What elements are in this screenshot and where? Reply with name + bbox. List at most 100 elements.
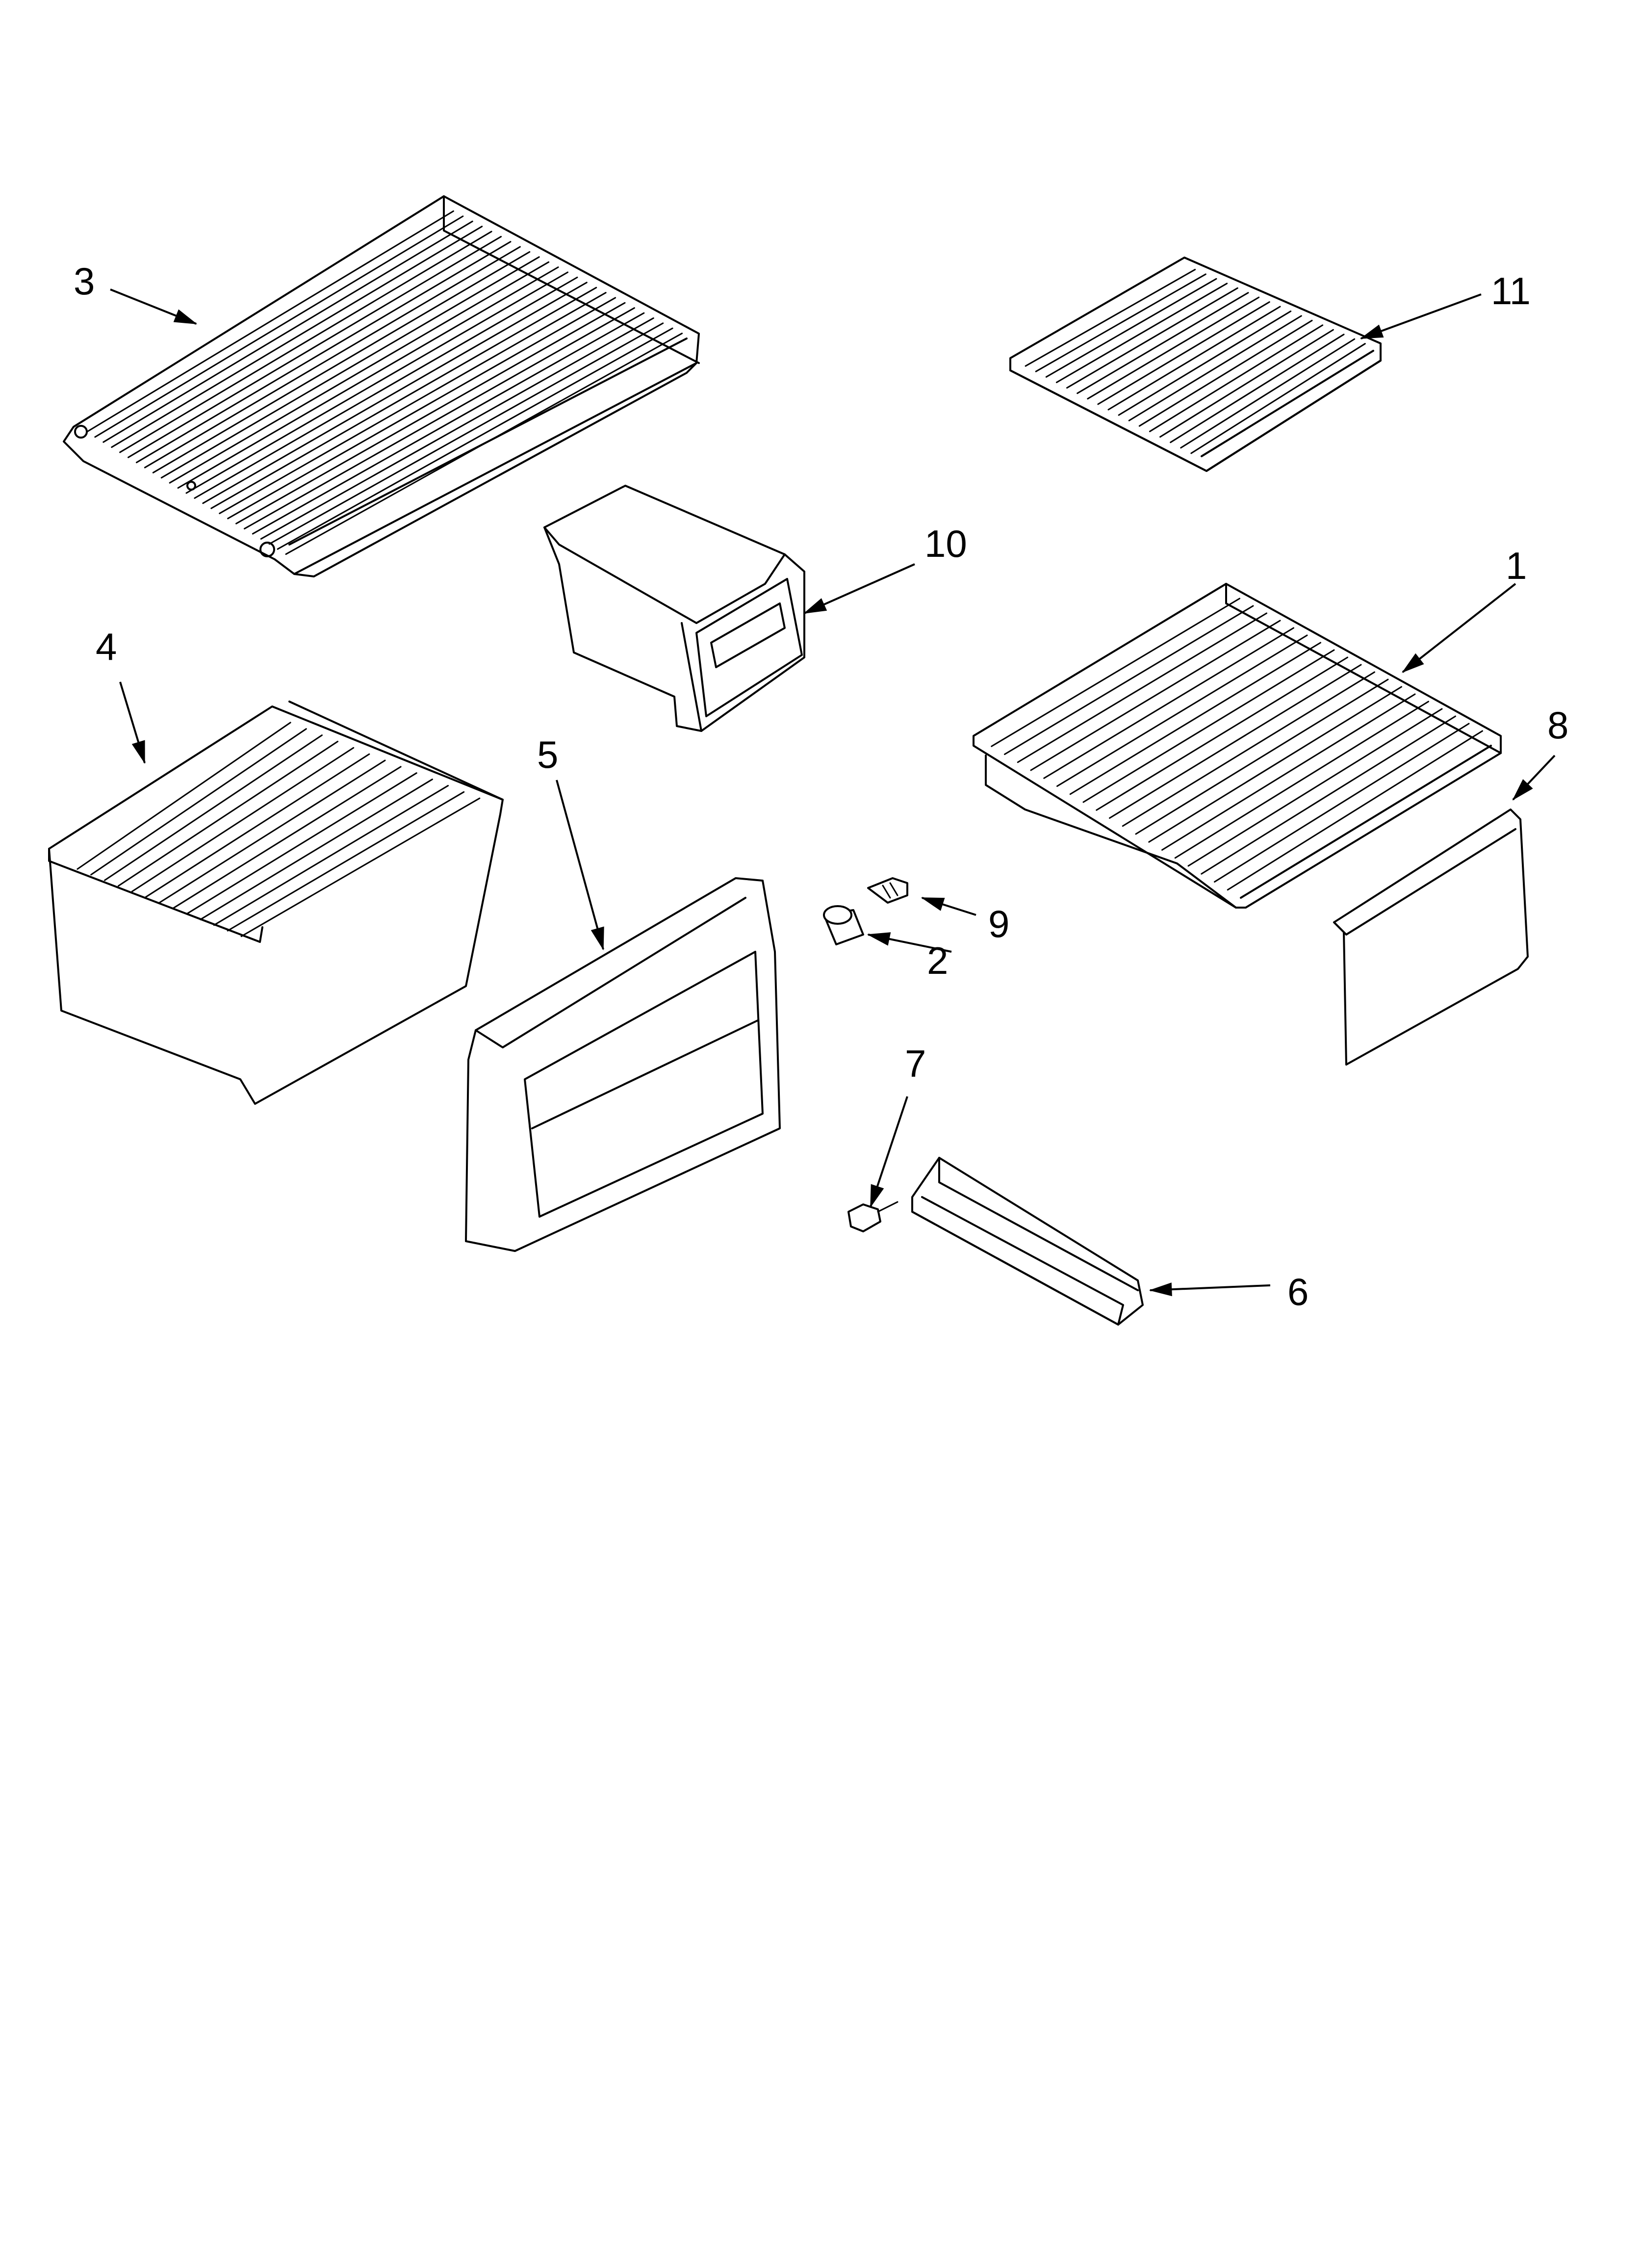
wire [1138,319,1313,427]
wire [1025,268,1196,367]
callout-arrows [110,288,1556,1297]
wire [1107,306,1281,411]
callout-7: 7 [905,1042,926,1085]
wire [1135,678,1389,835]
wire [94,215,464,438]
wire [1017,612,1267,763]
wire [104,734,323,881]
arrow-9 [921,897,976,916]
wire [186,772,417,915]
wire [194,276,578,499]
arrow-5 [556,780,604,951]
wire [111,226,483,448]
part-9-screw [867,877,908,904]
wire [1109,664,1362,819]
wire [1190,343,1366,454]
wire [77,722,291,870]
wire [1043,627,1294,779]
wire [227,791,465,932]
wire [103,220,473,443]
wire [219,292,607,515]
callout-6: 6 [1287,1270,1308,1313]
wire [158,759,386,904]
part-8-trim [1333,808,1529,1066]
part-2-spacer [823,905,864,945]
wire [1087,296,1260,400]
wire [1097,301,1270,405]
wire [117,740,339,887]
wire [86,210,454,433]
wire [128,235,502,458]
callout-9: 9 [988,902,1009,945]
arrow-8 [1512,755,1556,801]
wire [145,753,370,898]
wire [1122,671,1375,827]
wire [235,302,626,524]
wire [1096,656,1348,811]
callout-1: 1 [1506,544,1527,587]
part-5-drawer-front [465,877,781,1252]
wire [152,251,531,473]
wire [1214,723,1470,883]
callout-labels: 3 11 10 1 8 4 5 9 2 7 6 [74,260,1568,1313]
callout-8: 8 [1547,704,1568,747]
wire [1174,701,1429,859]
wire [1118,310,1292,416]
arrow-1 [1402,583,1516,673]
wire [202,282,588,504]
wire [1227,730,1483,891]
wire [160,256,540,479]
arrow-2 [867,932,952,953]
wire [1030,620,1281,771]
wire [991,598,1240,747]
callout-3: 3 [74,260,95,303]
wire [177,266,559,489]
wire [1045,278,1217,378]
wire [268,322,664,545]
wire [285,333,683,555]
wire [200,779,433,920]
callout-10: 10 [924,522,967,565]
wire [144,246,521,469]
wire [1056,634,1308,787]
callout-11: 11 [1491,269,1531,313]
wire [1035,273,1206,372]
wire [1148,686,1402,843]
wire [227,297,616,520]
wire [1077,292,1249,394]
part-1-wire-shelf [973,583,1502,909]
callout-2: 2 [927,939,948,982]
wire [252,312,645,535]
wire [210,287,597,509]
wire [1149,324,1324,432]
arrow-10 [803,563,915,614]
part-10-bin [543,485,805,732]
arrow-11 [1360,293,1482,339]
arrow-6 [1149,1282,1271,1297]
wire [213,784,449,926]
callout-5: 5 [537,733,558,776]
callout-4: 4 [96,625,117,668]
part-6-rail [911,1157,1144,1326]
wire [240,797,481,938]
wire [1170,334,1345,443]
part-7-screw [847,1201,898,1232]
wire [1201,715,1456,875]
arrow-4 [119,681,146,764]
part-3-wire-shelf [63,195,700,577]
arrow-3 [110,288,198,325]
wire [131,747,355,892]
wire [169,261,550,484]
wire [277,327,673,550]
wire [135,241,512,464]
wire [119,231,492,453]
part-11-wire-shelf [1009,257,1382,472]
wire [90,728,307,876]
wire [1004,605,1254,755]
wire [1128,315,1302,421]
part-4-wire-basket [48,701,504,1105]
wire [1187,708,1443,867]
wire [1082,649,1335,803]
wire [1159,329,1334,438]
wire [1069,642,1321,795]
